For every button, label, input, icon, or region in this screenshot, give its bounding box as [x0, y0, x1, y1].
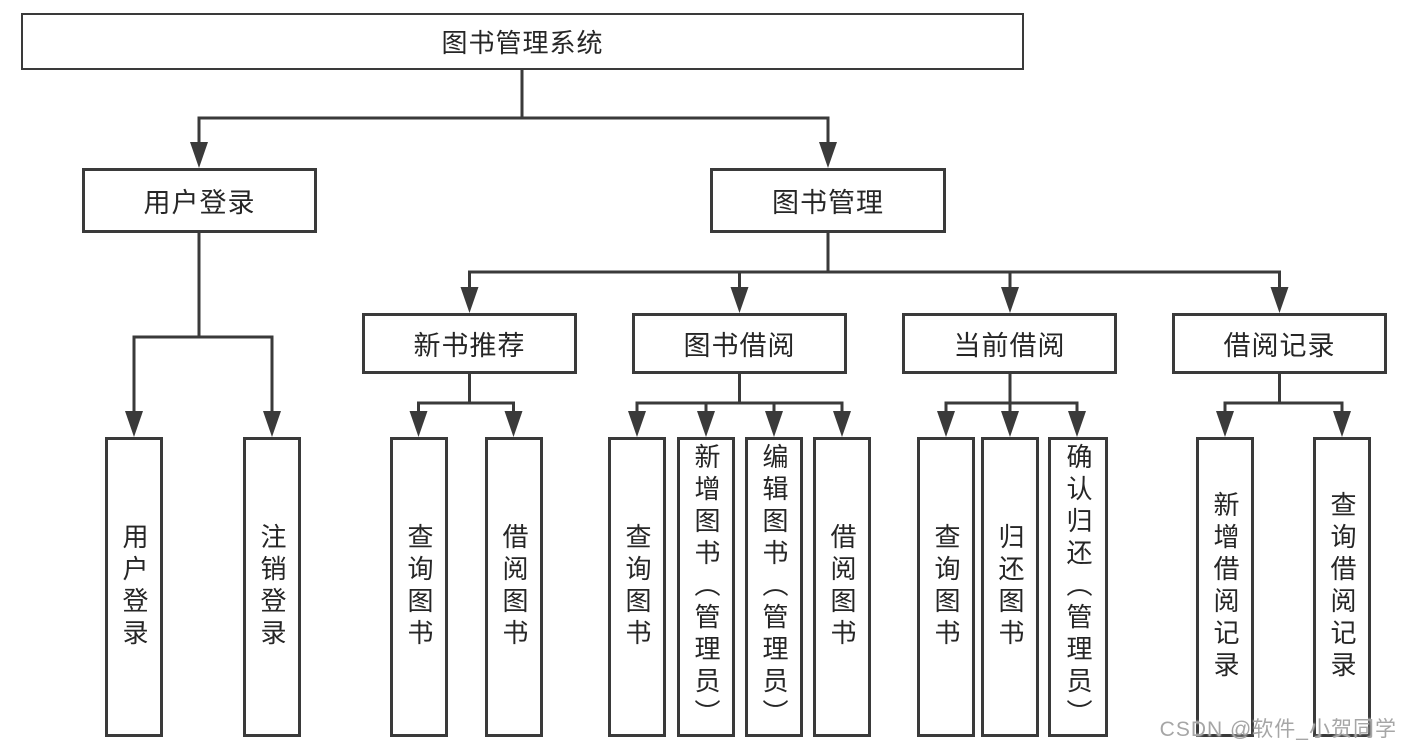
edge-newbooks-to-leaves	[417, 372, 515, 417]
arrow-down-icon	[190, 142, 208, 168]
leaf-query-borrow-record: 查询借阅记录	[1313, 437, 1371, 737]
node-library-management-system: 图书管理系统	[21, 13, 1024, 70]
leaf-borrow-books-borrow: 借阅图书	[813, 437, 871, 737]
leaf-label: 借阅图书	[827, 523, 857, 651]
leaf-user-login: 用户登录	[105, 437, 163, 737]
edge-mgmt-to-level3	[468, 231, 1281, 293]
arrow-down-icon	[833, 411, 851, 437]
edge-records-to-leaves	[1223, 372, 1344, 417]
leaf-label: 归还图书	[995, 523, 1025, 651]
arrow-down-icon	[125, 411, 143, 437]
node-current-borrowing: 当前借阅	[902, 313, 1117, 374]
node-label: 图书管理	[772, 188, 884, 218]
node-label: 用户登录	[143, 188, 256, 218]
leaf-label: 查询图书	[622, 523, 652, 651]
leaf-label: 新增图书（管理员）	[691, 443, 721, 731]
node-book-borrowing: 图书借阅	[632, 313, 847, 374]
leaf-return-books: 归还图书	[981, 437, 1039, 737]
edge-root-to-level2	[197, 68, 830, 148]
node-label: 借阅记录	[1223, 331, 1336, 361]
arrow-down-icon	[697, 411, 715, 437]
node-label: 图书借阅	[683, 331, 796, 361]
leaf-confirm-return-admin: 确认归还（管理员）	[1048, 437, 1108, 737]
arrowheads	[125, 142, 1351, 437]
leaf-query-books-current: 查询图书	[917, 437, 975, 737]
watermark: CSDN @软件_小贺同学	[1159, 718, 1397, 741]
leaf-query-books-newbooks: 查询图书	[390, 437, 448, 737]
edge-borrow-to-leaves	[635, 372, 844, 417]
arrow-down-icon	[1001, 411, 1019, 437]
leaf-label: 查询借阅记录	[1327, 491, 1357, 683]
arrow-down-icon	[1333, 411, 1351, 437]
arrow-down-icon	[504, 411, 523, 437]
node-user-login: 用户登录	[82, 168, 317, 233]
leaf-label: 借阅图书	[499, 523, 529, 651]
leaf-label: 确认归还（管理员）	[1063, 443, 1093, 731]
leaf-label: 用户登录	[119, 523, 149, 651]
leaf-label: 注销登录	[257, 523, 287, 651]
arrow-down-icon	[765, 411, 783, 437]
node-borrowing-records: 借阅记录	[1172, 313, 1387, 374]
arrow-down-icon	[1216, 411, 1234, 437]
leaf-label: 查询图书	[404, 523, 434, 651]
arrow-down-icon	[1001, 287, 1019, 313]
arrow-down-icon	[819, 142, 837, 168]
arrow-down-icon	[460, 287, 479, 313]
leaf-borrow-books-newbooks: 借阅图书	[485, 437, 543, 737]
node-label: 图书管理系统	[441, 28, 604, 58]
node-book-management: 图书管理	[710, 168, 946, 233]
arrow-down-icon	[730, 287, 749, 313]
arrow-down-icon	[263, 411, 281, 437]
arrow-down-icon	[1068, 411, 1086, 437]
arrow-down-icon	[1270, 287, 1289, 313]
leaf-label: 编辑图书（管理员）	[759, 443, 789, 731]
leaf-query-books-borrow: 查询图书	[608, 437, 666, 737]
leaf-add-borrow-record: 新增借阅记录	[1196, 437, 1254, 737]
arrow-down-icon	[409, 411, 428, 437]
leaf-label: 查询图书	[931, 523, 961, 651]
leaf-label: 新增借阅记录	[1210, 491, 1240, 683]
arrow-down-icon	[628, 411, 646, 437]
edge-login-to-leaves	[132, 231, 274, 417]
leaf-logout: 注销登录	[243, 437, 301, 737]
leaf-edit-books-admin: 编辑图书（管理员）	[745, 437, 803, 737]
leaf-add-books-admin: 新增图书（管理员）	[677, 437, 735, 737]
node-label: 新书推荐	[413, 331, 526, 361]
node-new-book-recommendation: 新书推荐	[362, 313, 577, 374]
node-label: 当前借阅	[953, 331, 1066, 361]
arrow-down-icon	[937, 411, 955, 437]
edge-current-to-leaves	[944, 372, 1079, 417]
